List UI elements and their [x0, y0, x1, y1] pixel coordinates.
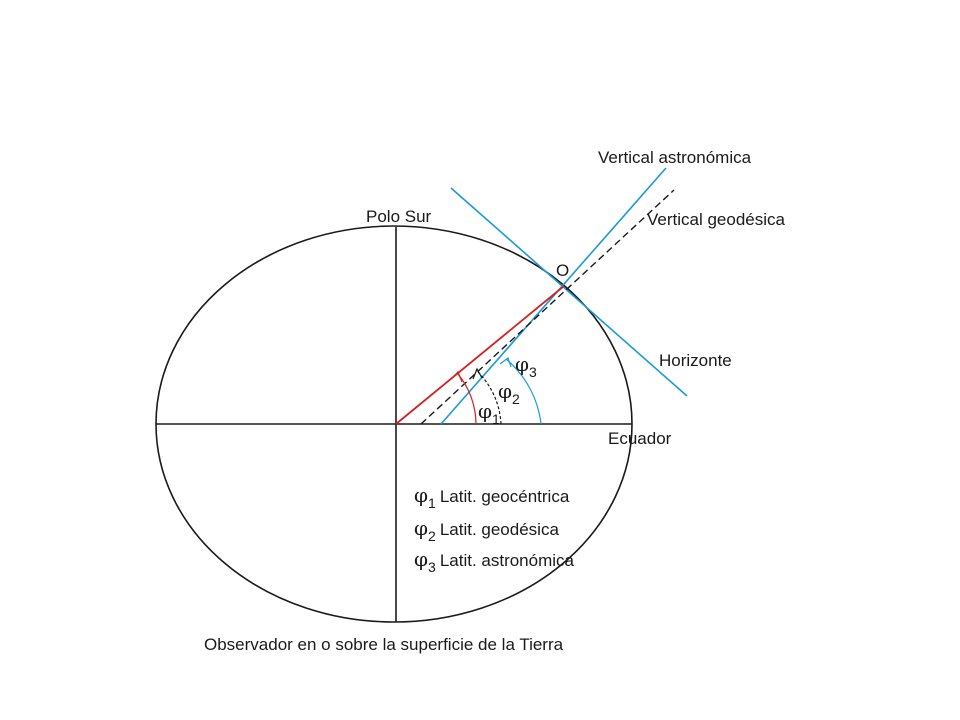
geodetic-arrowhead [472, 367, 483, 380]
geodetic-vertical-line [420, 189, 675, 425]
astronomic-arrowhead [499, 357, 512, 368]
horizonte-label: Horizonte [659, 351, 732, 370]
phi1-angle-label: φ1 [478, 399, 500, 427]
astronomic-vertical-line [440, 167, 667, 425]
geocentric-arrowhead [450, 370, 463, 383]
origin-point-label: O [556, 261, 569, 280]
geocentric-angle-arc [457, 373, 477, 425]
diagram-caption: Observador en o sobre la superficie de l… [204, 635, 564, 654]
polo-sur-label: Polo Sur [366, 207, 432, 226]
geocentric-radius-line [395, 285, 565, 425]
phi3-angle-label: φ3 [515, 352, 537, 380]
vertical-astronomica-label: Vertical astronómica [598, 148, 752, 167]
phi2-angle-label: φ2 [498, 379, 520, 407]
horizon-line [450, 187, 688, 397]
vertical-geodesica-label: Vertical geodésica [647, 210, 786, 229]
astronomic-angle-arc [505, 358, 542, 425]
ecuador-label: Ecuador [608, 429, 672, 448]
